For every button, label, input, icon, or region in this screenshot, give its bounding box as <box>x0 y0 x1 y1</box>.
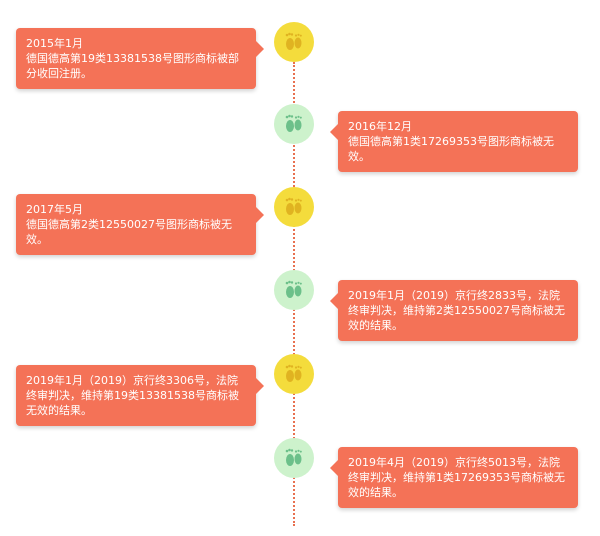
timeline-node <box>274 438 314 478</box>
timeline-node <box>274 187 314 227</box>
timeline-card: 2016年12月 德国德高第1类17269353号图形商标被无效。 <box>330 111 578 172</box>
timeline-card: 2017年5月 德国德高第2类12550027号图形商标被无效。 <box>16 194 264 255</box>
timeline-card: 2019年1月（2019）京行终2833号，法院终审判决，维持第2类125500… <box>330 280 578 341</box>
timeline-node <box>274 270 314 310</box>
event-text: 德国德高第2类12550027号图形商标被无效。 <box>26 218 232 246</box>
footprints-icon <box>285 448 302 466</box>
event-date: 2017年5月 <box>26 203 83 216</box>
timeline-card: 2019年4月（2019）京行终5013号，法院终审判决，维持第1类172693… <box>330 447 578 508</box>
footprints-icon <box>285 364 302 382</box>
footprints-icon <box>285 32 302 50</box>
event-text: 2019年1月（2019）京行终3306号，法院终审判决，维持第19类13381… <box>26 374 239 417</box>
event-date: 2015年1月 <box>26 37 83 50</box>
timeline-card: 2015年1月 德国德高第19类13381538号图形商标被部分收回注册。 <box>16 28 264 89</box>
event-date: 2016年12月 <box>348 120 412 133</box>
event-text: 德国德高第19类13381538号图形商标被部分收回注册。 <box>26 52 239 80</box>
timeline-node <box>274 22 314 62</box>
footprints-icon <box>285 280 302 298</box>
timeline-node <box>274 104 314 144</box>
timeline-card: 2019年1月（2019）京行终3306号，法院终审判决，维持第19类13381… <box>16 365 264 426</box>
footprints-icon <box>285 114 302 132</box>
event-text: 德国德高第1类17269353号图形商标被无效。 <box>348 135 554 163</box>
event-text: 2019年4月（2019）京行终5013号，法院终审判决，维持第1类172693… <box>348 456 565 499</box>
event-text: 2019年1月（2019）京行终2833号，法院终审判决，维持第2类125500… <box>348 289 565 332</box>
timeline-node <box>274 354 314 394</box>
footprints-icon <box>285 197 302 215</box>
